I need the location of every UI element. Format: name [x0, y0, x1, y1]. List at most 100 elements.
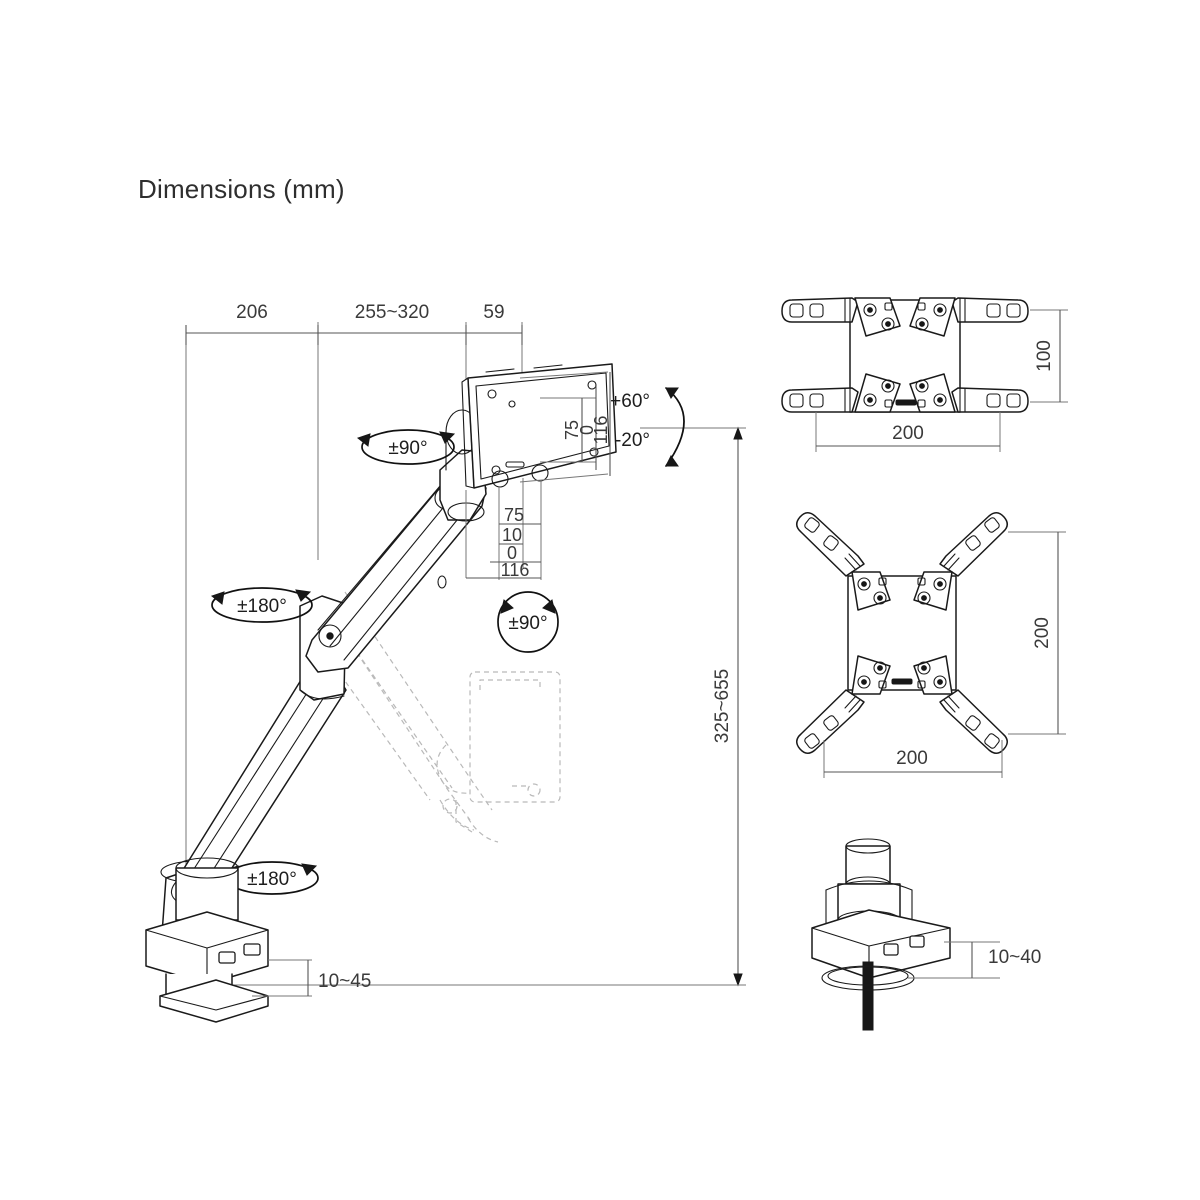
tilt-arc — [665, 387, 685, 467]
clamp-detail-b — [243, 943, 261, 956]
vesa-lg-arm-br — [913, 655, 1008, 754]
vesa-sm-arm-tl-body — [781, 297, 859, 323]
vesa-slot — [505, 461, 525, 468]
vesa-lg-br-bolt-2-dot — [921, 665, 927, 671]
vesa-lg-tl-bolt-2-dot — [877, 595, 883, 601]
vesa-lg-bl-square — [878, 680, 887, 689]
vesa-lg-tl-square — [878, 577, 887, 586]
grommet-post-upper — [845, 845, 891, 885]
vesa-sm-center-slot — [895, 399, 917, 406]
vesa-sm-tr-bolt-1-dot — [937, 307, 943, 313]
vesa-lg-br-bolt-1-dot — [937, 679, 943, 685]
clamp-thickness-dimension: 10~45 — [252, 959, 371, 997]
vesa-sm-arm-br-ribs — [959, 387, 966, 413]
desk-clamp-base — [145, 857, 269, 1023]
vesa-sm-tl-square — [884, 302, 893, 311]
vesa-lg-br-square — [917, 680, 926, 689]
vv-ext-d — [519, 473, 609, 483]
arm-upper-rotation-label: ±90° — [388, 438, 427, 459]
vesa-sm-arm-tr — [909, 297, 1029, 337]
vesa-pin-a — [508, 400, 516, 408]
vesa-h-label-10: 10 — [502, 525, 522, 545]
vesa-200x200-bracket: 200 200 — [796, 512, 1066, 778]
vesa-200x100-bracket: 100 200 — [781, 297, 1068, 452]
lower-arm-edge-a — [191, 681, 315, 873]
vesa-lg-arm-bl — [796, 655, 891, 754]
vesa-vertical-dimensions: 75 0 116 — [519, 371, 611, 483]
dim-label-206: 206 — [236, 302, 268, 323]
vesa-sm-tl-bolt-1 — [863, 303, 877, 317]
vesa-v-label-116: 116 — [591, 416, 611, 445]
post-rotation-label: ±180° — [237, 596, 287, 617]
base-rotation-label: ±180° — [247, 869, 297, 890]
arm-upper-rot-arrow-b — [356, 433, 371, 447]
vesa-sm-arm-tr-body — [951, 297, 1029, 323]
post-rotation-ellipse — [211, 587, 313, 623]
grommet-collar-top-arc — [825, 880, 913, 891]
vesa-v-label-75: 75 — [562, 420, 582, 440]
vesa-plate-inner — [475, 372, 610, 480]
arrow-head-down — [733, 973, 743, 987]
vesa-lg-tr-bolt-1-dot — [937, 581, 943, 587]
upper-arm-edge-a — [329, 491, 457, 647]
vesa-top-notch-a — [485, 368, 515, 373]
arm-upper-rotation-ellipse — [361, 429, 455, 465]
post-rot-arrow-b — [210, 591, 225, 605]
vesa-sm-arm-bl — [781, 373, 901, 413]
clamp-jaw-plate-edge — [159, 995, 269, 1011]
vesa-hole-tl — [487, 389, 497, 399]
clamp-thickness-label: 10~45 — [318, 971, 371, 992]
vesa-sm-bl-bolt-2-dot — [885, 383, 891, 389]
vesa-sm-arm-tr-slot-1 — [1006, 303, 1021, 318]
vesa-sm-arm-br-slot-1 — [1006, 393, 1021, 408]
vesa-lg-br-slot-1 — [984, 733, 1000, 749]
vesa-hole-tr — [587, 380, 597, 390]
clamp-detail-a — [218, 951, 236, 964]
upper-arm-hole — [437, 575, 447, 589]
vesa-lg-tr-bolt-2 — [917, 591, 931, 605]
vesa-sm-arm-tr-slot-2 — [986, 303, 1001, 318]
vesa-plate-edge — [461, 377, 475, 489]
vesa-sm-arm-br — [909, 373, 1029, 413]
dim-label-325-655: 325~655 — [712, 669, 733, 744]
grommet-detail-b — [909, 935, 925, 948]
vv-ext-c — [519, 371, 609, 379]
vesa-sm-height-label: 100 — [1034, 340, 1055, 372]
tilt-arrow-head-up — [665, 387, 679, 399]
arm-upper-rot-arrow-a — [439, 431, 456, 444]
vesa-sm-arm-bl-ribs — [844, 387, 851, 413]
vesa-top-notch-b — [533, 364, 563, 369]
vesa-sm-br-bolt-2 — [915, 379, 929, 393]
mid-joint-bottom-edge — [299, 689, 345, 700]
vesa-sm-br-bolt-1 — [933, 393, 947, 407]
vesa-sm-arm-tl-slot-2 — [809, 303, 824, 318]
upper-arm-edge-c — [317, 485, 441, 631]
vesa-sm-tr-bolt-2 — [915, 317, 929, 331]
grommet-base-box — [811, 909, 951, 979]
vesa-lg-br-bolt-2 — [917, 661, 931, 675]
vesa-h-label-75: 75 — [504, 505, 524, 525]
vesa-lg-bl-ribs — [844, 695, 861, 713]
grommet-thickness-label: 10~40 — [988, 947, 1041, 968]
vesa-lg-tl-slot-2 — [823, 535, 839, 551]
vesa-lg-bl-bolt-1-dot — [861, 679, 867, 685]
rotation-indicator-screen: ±90° — [497, 591, 559, 653]
vesa-lg-bl-bolt-1 — [857, 675, 871, 689]
upper-arm-edge-b — [343, 503, 471, 661]
vesa-lg-tr-bolt-1 — [933, 577, 947, 591]
vesa-lg-width-label: 200 — [896, 748, 928, 769]
rotation-indicator-post: ±180° — [210, 587, 313, 623]
vesa-lg-tr-slot-1 — [984, 517, 1000, 533]
clamp-riser-top — [175, 857, 239, 879]
clamp-riser — [175, 867, 239, 921]
dim-label-59: 59 — [483, 302, 504, 323]
vesa-lg-tl-slot-1 — [804, 517, 820, 533]
vesa-sm-tl-bolt-1-dot — [867, 307, 873, 313]
vesa-hole-br — [589, 447, 599, 457]
vesa-hole-bl — [491, 465, 501, 475]
vesa-lg-height-label: 200 — [1032, 617, 1053, 649]
upper-arm-pivot-left — [318, 624, 342, 648]
screen-rot-arrow-b — [542, 599, 556, 614]
grommet-bolt-shaft — [862, 961, 874, 1031]
vesa-sm-arm-bl-body — [781, 387, 859, 413]
